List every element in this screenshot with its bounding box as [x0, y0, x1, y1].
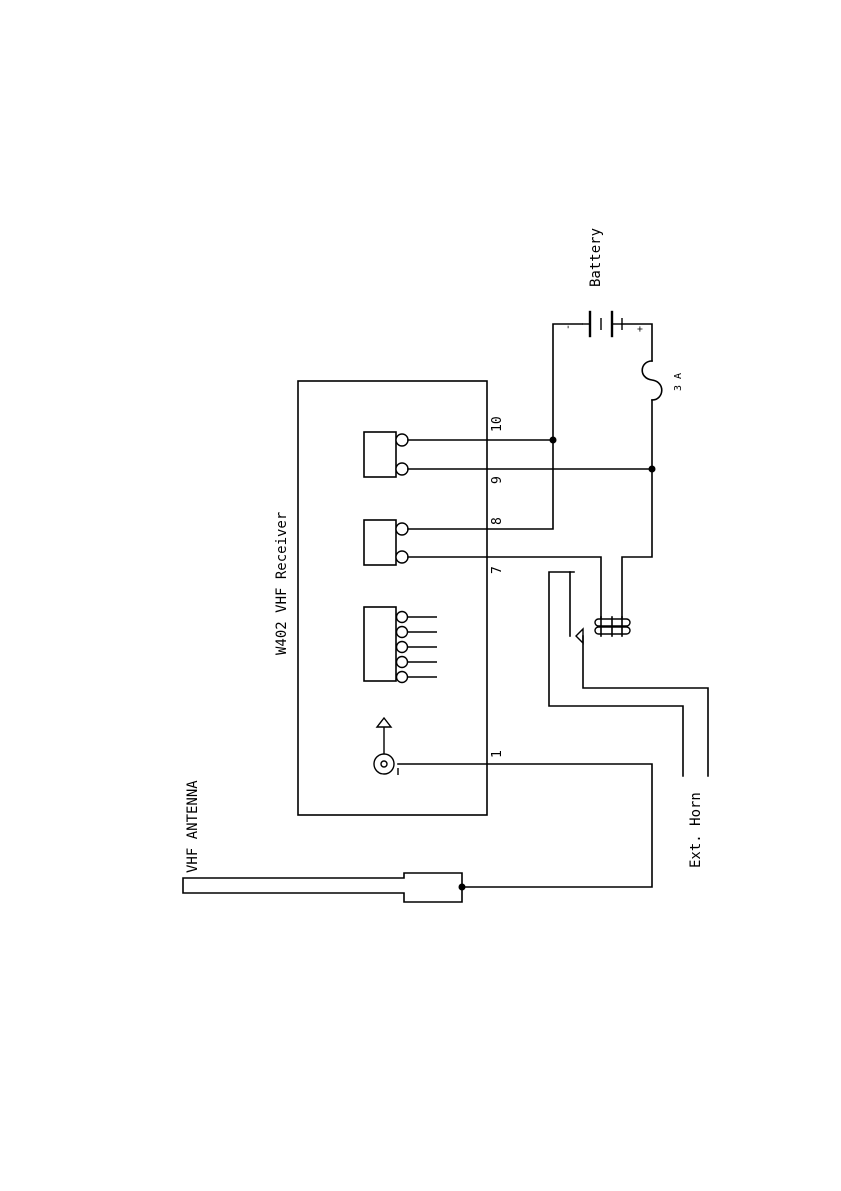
- wire-positive-fuse: [622, 324, 662, 626]
- terminal-pin-8: [396, 523, 408, 535]
- pin-number-7: 7: [490, 566, 505, 574]
- terminal-pin-10: [396, 434, 408, 446]
- horn-wires: [549, 572, 708, 776]
- pin-number-8: 8: [490, 517, 505, 525]
- antenna-label: VHF ANTENNA: [185, 780, 201, 873]
- battery-symbol: [582, 312, 622, 336]
- battery-minus-label: -: [563, 324, 574, 330]
- antenna-element: [183, 873, 462, 902]
- pin-number-9: 9: [490, 476, 505, 484]
- terminal-block-7-8: [364, 520, 396, 565]
- antenna-cable-junction: [459, 884, 466, 891]
- terminal-pin-9: [396, 463, 408, 475]
- junction-negative: [550, 437, 557, 444]
- fuse-rating-label: 3 A: [673, 373, 684, 391]
- pin-number-10: 10: [490, 416, 505, 432]
- pin-number-1: 1: [490, 750, 505, 758]
- horn-label: Ext. Horn: [688, 792, 704, 868]
- terminal-pin-7: [396, 551, 408, 563]
- battery-label: Battery: [588, 228, 604, 287]
- horn-contact-icon: [576, 629, 583, 643]
- five-pin-connector: [364, 607, 396, 681]
- battery-plus-label: +: [635, 326, 646, 332]
- relay-connector: [595, 617, 630, 636]
- terminal-block-9-10: [364, 432, 396, 477]
- receiver-title: W402 VHF Receiver: [274, 512, 290, 655]
